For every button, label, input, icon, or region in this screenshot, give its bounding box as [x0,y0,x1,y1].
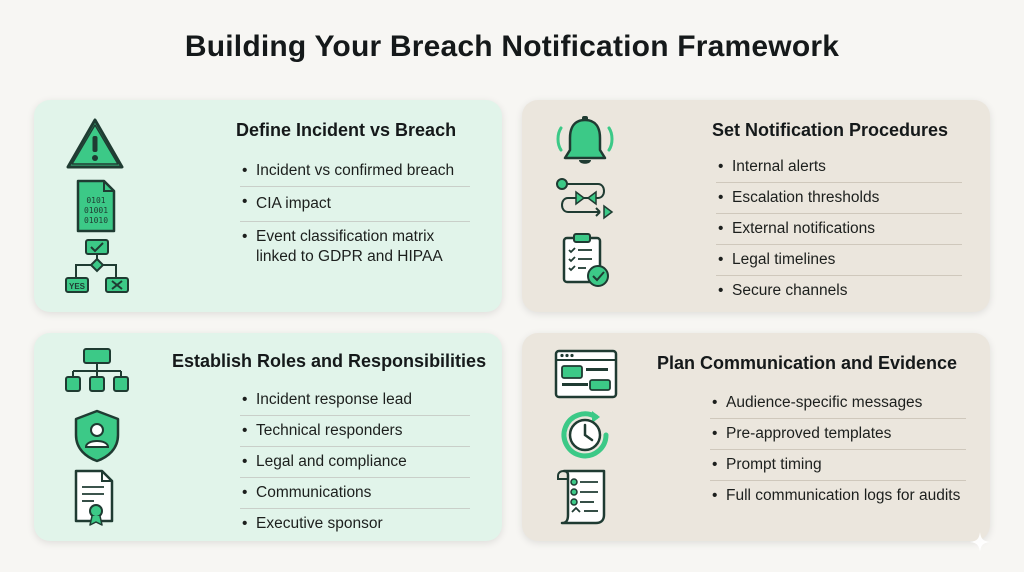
list-item: Secure channels [716,276,962,306]
card-roles-responsibilities: Establish Roles and Responsibilities Inc… [34,333,502,541]
warning-icon [66,118,124,169]
list-item: Incident vs confirmed breach [240,156,470,187]
card-notification-procedures: Set Notification Procedures Internal ale… [522,100,990,312]
page-title: Building Your Breach Notification Framew… [184,30,840,63]
card-communication-evidence: Plan Communication and Evidence Audience… [522,333,990,541]
escalation-path-icon [556,178,614,220]
decision-flowchart-icon: YES [65,239,129,293]
list-item: Technical responders [240,416,470,447]
clock-refresh-icon [561,411,609,459]
card-title: Set Notification Procedures [712,120,949,140]
binary-document-icon: 0101 01001 01010 [76,179,116,233]
card-define-incident: 0101 01001 01010 YES Define Incident vs … [34,100,502,312]
list-item: Communications [240,478,470,509]
shield-user-icon [74,409,120,463]
list-item: Event classification matrix linked to GD… [240,222,470,272]
list-item: Prompt timing [710,450,966,481]
card-items: Audience-specific messages Pre-approved … [710,388,966,511]
card-title: Establish Roles and Responsibilities [172,351,487,371]
card-title: Define Incident vs Breach [236,120,457,140]
list-item: External notifications [716,214,962,245]
org-chart-icon [65,348,129,392]
certificate-icon [74,469,114,526]
list-item: Audience-specific messages [710,388,966,419]
card-items: Internal alerts Escalation thresholds Ex… [716,152,962,306]
svg-text:01001: 01001 [84,206,108,215]
browser-window-icon [554,349,618,399]
svg-text:01010: 01010 [84,216,108,225]
list-item: Escalation thresholds [716,183,962,214]
yes-label: YES [69,282,86,291]
clipboard-check-icon [562,233,609,287]
sparkle-icon [970,532,990,552]
log-scroll-icon [557,469,606,525]
list-item: CIA impact [240,187,470,222]
card-items: Incident response lead Technical respond… [240,385,470,539]
list-item: Full communication logs for audits [710,481,966,511]
bell-icon [556,116,614,164]
card-items: Incident vs confirmed breach CIA impact … [240,156,470,272]
list-item: Internal alerts [716,152,962,183]
list-item: Legal timelines [716,245,962,276]
list-item: Legal and compliance [240,447,470,478]
card-title: Plan Communication and Evidence [657,353,958,373]
list-item: Incident response lead [240,385,470,416]
list-item: Pre-approved templates [710,419,966,450]
list-item: Executive sponsor [240,509,470,539]
svg-text:0101: 0101 [86,196,105,205]
